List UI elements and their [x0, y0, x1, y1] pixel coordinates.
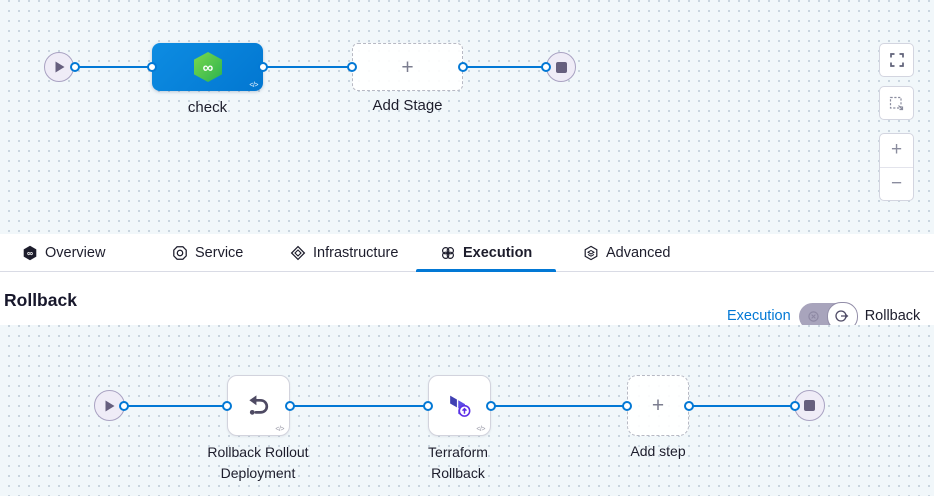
code-view-icon[interactable]: </>	[275, 426, 284, 433]
edge-line	[689, 405, 795, 407]
play-icon	[55, 61, 64, 73]
rollback-end-node[interactable]	[794, 390, 825, 421]
add-step-button[interactable]: +	[627, 375, 689, 436]
select-area-button[interactable]	[879, 86, 914, 120]
harness-icon: ∞	[23, 245, 37, 261]
step-label-line1: Terraform	[428, 444, 488, 460]
harness-cd-stage-icon: ∞	[193, 52, 222, 82]
step-label-line2: Rollback	[431, 465, 485, 481]
add-stage-button[interactable]: +	[352, 43, 463, 91]
step-label-line1: Rollback Rollout	[207, 444, 309, 460]
tab-advanced[interactable]: Advanced	[583, 234, 671, 272]
connector-port	[347, 62, 357, 72]
edge-line	[491, 405, 627, 407]
connector-port	[622, 401, 632, 411]
connector-port	[70, 62, 80, 72]
tab-label: Overview	[45, 245, 106, 261]
rollback-arrow-icon	[249, 395, 269, 415]
zoom-out-button[interactable]: −	[890, 172, 903, 194]
tab-label: Service	[195, 245, 244, 261]
service-icon	[173, 246, 187, 260]
fullscreen-icon	[889, 53, 904, 67]
stage-label: check	[187, 99, 228, 116]
connector-port	[790, 401, 800, 411]
advanced-icon	[584, 245, 598, 261]
step-label-line2: Deployment	[220, 465, 296, 481]
code-view-icon[interactable]: </>	[249, 82, 258, 89]
edge-line	[463, 66, 546, 68]
infrastructure-icon	[290, 245, 306, 261]
connector-port	[222, 401, 232, 411]
tab-overview[interactable]: ∞ Overview	[22, 234, 105, 272]
rollback-toggle-label: Rollback	[864, 308, 921, 324]
connector-port	[684, 401, 694, 411]
stop-icon	[804, 400, 815, 411]
config-tabbar: ∞ Overview Service Infrastructure	[0, 234, 934, 272]
section-title: Rollback	[4, 290, 77, 310]
edge-line	[263, 66, 352, 68]
svg-text:∞: ∞	[202, 60, 213, 77]
zoom-controls: + −	[879, 133, 914, 201]
execution-link[interactable]: Execution	[727, 308, 791, 324]
connector-port	[285, 401, 295, 411]
connector-port	[541, 62, 551, 72]
step-node-terraform-rollback[interactable]: </>	[428, 375, 491, 436]
rollback-start-node[interactable]	[94, 390, 125, 421]
marquee-select-icon	[889, 96, 904, 110]
tab-label: Advanced	[606, 245, 671, 261]
pipeline-start-node[interactable]	[44, 52, 74, 82]
connector-port	[423, 401, 433, 411]
rollback-mini-icon	[835, 310, 849, 322]
connector-port	[119, 401, 129, 411]
execution-icon	[441, 246, 455, 260]
plus-icon: +	[401, 55, 414, 79]
edge-line	[124, 405, 227, 407]
step-label: Rollback Rollout Deployment	[178, 442, 338, 484]
step-node-rollback-rollout-deployment[interactable]: </>	[227, 375, 290, 436]
play-icon	[105, 400, 115, 411]
zoom-in-button[interactable]: +	[880, 134, 913, 168]
section-header: Rollback	[0, 273, 934, 325]
tab-execution[interactable]: Execution	[440, 234, 532, 272]
connector-port	[458, 62, 468, 72]
connector-port	[147, 62, 157, 72]
add-step-label: Add step	[630, 443, 686, 459]
edge-line	[74, 66, 152, 68]
fullscreen-button[interactable]	[879, 43, 914, 77]
connector-port	[258, 62, 268, 72]
plus-icon: +	[651, 394, 665, 417]
code-view-icon[interactable]: </>	[476, 426, 485, 433]
edge-line	[290, 405, 428, 407]
add-stage-label: Add Stage	[372, 97, 443, 114]
tab-label: Infrastructure	[313, 245, 399, 261]
terraform-icon	[450, 395, 471, 417]
svg-text:∞: ∞	[27, 248, 33, 258]
rollback-steps-canvas: </> Rollback Rollout Deployment </> Terr…	[0, 325, 934, 496]
stage-canvas: ∞ </> check + Add Stage	[0, 0, 934, 234]
connector-port	[486, 401, 496, 411]
tab-service[interactable]: Service	[172, 234, 243, 272]
tab-label: Execution	[463, 245, 533, 261]
tab-infrastructure[interactable]: Infrastructure	[290, 234, 398, 272]
stop-icon	[555, 61, 567, 73]
execution-mini-icon	[807, 310, 819, 322]
step-label: Terraform Rollback	[378, 442, 538, 484]
stage-node-check[interactable]: ∞ </>	[152, 43, 263, 91]
active-tab-underline	[416, 269, 556, 272]
